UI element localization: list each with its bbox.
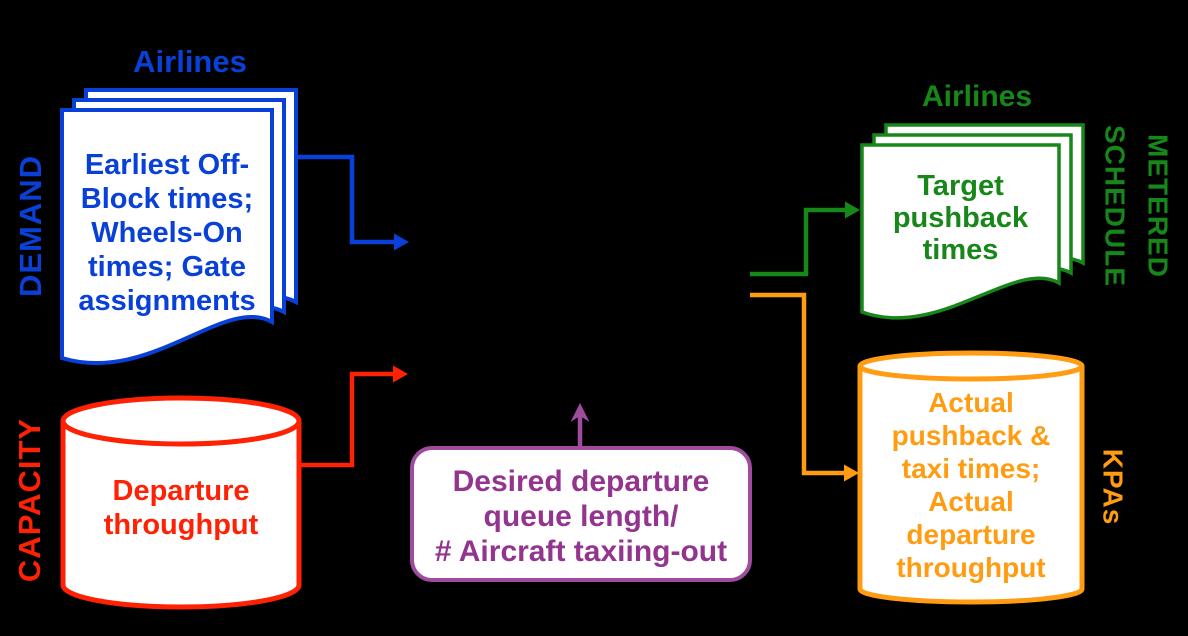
demand-document-stack	[60, 88, 298, 366]
demand-document-page-front	[60, 108, 274, 366]
demand-arrowhead-icon	[394, 233, 409, 251]
control-input-box	[410, 446, 752, 582]
metered-schedule-arrow-line	[750, 207, 846, 277]
demand-arrow	[298, 154, 409, 251]
metered-stack-title: Airlines	[921, 80, 1033, 113]
demand-arrow-line	[298, 154, 396, 245]
kpa-side-label: KPAs	[1097, 448, 1129, 526]
capacity-cylinder	[60, 395, 302, 610]
control-input-text: Desired departure queue length/ # Aircra…	[434, 465, 728, 568]
capacity-arrow-line	[299, 371, 395, 468]
kpa-arrow-line	[750, 292, 846, 476]
metered-document-page-front	[860, 143, 1061, 320]
metered-schedule-side-label: METERED SCHEDULE	[1099, 124, 1174, 288]
demand-stack-title: Airlines	[133, 44, 247, 79]
demand-side-label: DEMAND	[12, 154, 48, 298]
kpa-arrow	[750, 292, 859, 482]
capacity-cylinder-top	[60, 395, 302, 447]
metered-schedule-arrowhead-icon	[845, 201, 860, 219]
demand-stack-text: Earliest Off- Block times; Wheels-On tim…	[78, 149, 256, 317]
metered-stack-text: Target pushback times	[892, 170, 1029, 266]
kpa-cylinder-text: Actual pushback & taxi times; Actual dep…	[891, 387, 1051, 583]
capacity-arrow	[299, 365, 408, 468]
capacity-cylinder-body	[60, 421, 302, 610]
kpa-cylinder-top	[857, 350, 1085, 382]
capacity-side-label: CAPACITY	[11, 417, 47, 583]
kpa-cylinder	[857, 350, 1085, 605]
metered-document-stack	[860, 123, 1085, 320]
control-input-arrow	[570, 403, 590, 447]
control-input-arrowhead-icon	[570, 403, 590, 422]
capacity-cylinder-text: Departure throughput	[103, 475, 259, 541]
metered-schedule-arrow	[750, 201, 860, 277]
kpa-arrowhead-icon	[844, 464, 859, 482]
kpa-cylinder-body	[857, 366, 1085, 605]
capacity-arrowhead-icon	[393, 365, 408, 383]
